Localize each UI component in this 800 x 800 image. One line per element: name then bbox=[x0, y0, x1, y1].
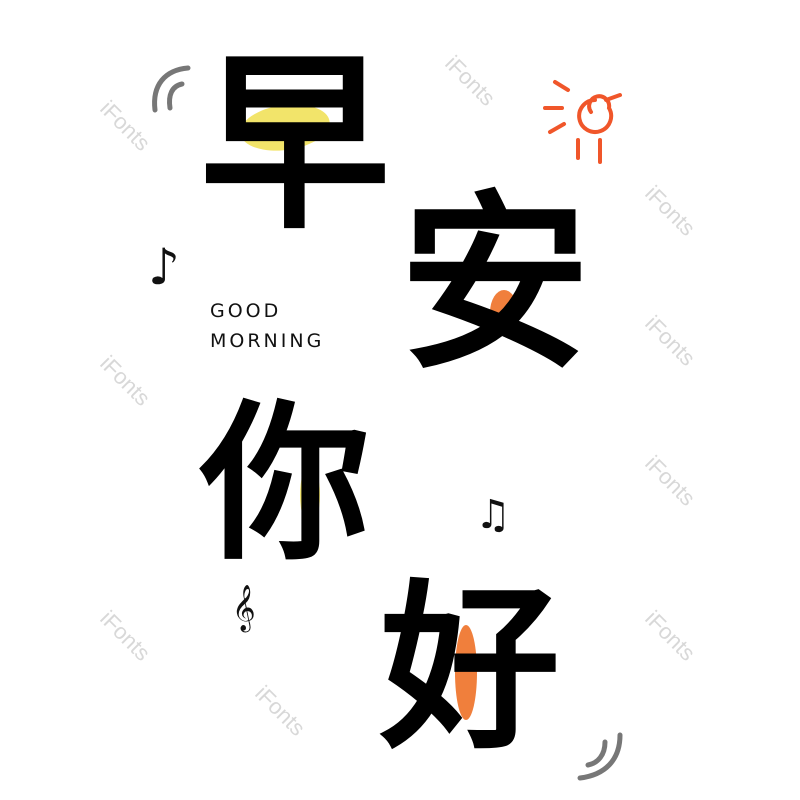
char-ni: 你 bbox=[200, 386, 371, 584]
char-hao: 好 bbox=[380, 565, 561, 774]
subtitle-morning: MORNING bbox=[210, 330, 325, 352]
char-zao: 早 bbox=[200, 34, 391, 255]
swoosh-decoration bbox=[152, 65, 191, 113]
orange-highlight bbox=[490, 290, 518, 335]
subtitle-good: GOOD bbox=[210, 300, 282, 322]
watermark: iFonts bbox=[640, 450, 701, 511]
sun-icon bbox=[543, 80, 622, 164]
watermark: iFonts bbox=[95, 350, 156, 411]
char-an: 安 bbox=[400, 174, 591, 395]
orange-highlight bbox=[455, 625, 477, 720]
swoosh-decoration bbox=[577, 732, 623, 781]
watermark: iFonts bbox=[440, 50, 501, 111]
watermark: iFonts bbox=[640, 310, 701, 371]
watermark: iFonts bbox=[640, 180, 701, 241]
treble-clef-icon: 𝄞 bbox=[232, 585, 256, 631]
watermark: iFonts bbox=[250, 680, 311, 741]
yellow-highlight bbox=[300, 465, 320, 525]
watermark: iFonts bbox=[95, 605, 156, 666]
music-note-icon: ♪ bbox=[148, 238, 180, 296]
double-note-icon: ♫ bbox=[475, 492, 511, 538]
watermark: iFonts bbox=[640, 605, 701, 666]
